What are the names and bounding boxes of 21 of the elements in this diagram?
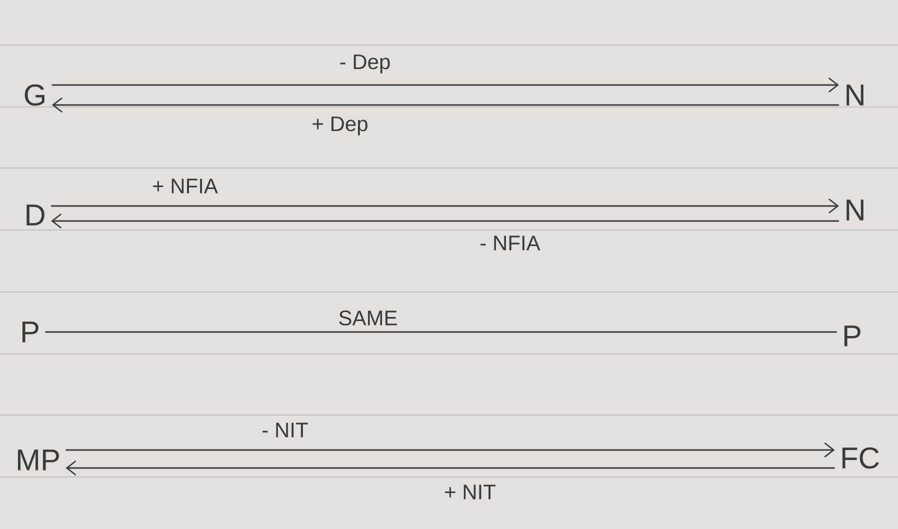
- edge-label: + NIT: [443, 484, 497, 500]
- edge-label: - NFIA: [478, 234, 542, 252]
- edge-label: - Dep: [338, 54, 392, 74]
- edge-label: + Dep: [310, 116, 370, 136]
- arrow: [51, 213, 839, 229]
- letter-label: MP: [18, 450, 59, 470]
- letter-label: N: [846, 84, 864, 106]
- arrow: [66, 442, 835, 458]
- letter-label: FC: [842, 447, 879, 469]
- edge-label: + NFIA: [151, 178, 219, 194]
- letter-label: G: [24, 84, 44, 106]
- edge-label: SAME: [337, 310, 399, 326]
- edge-label: - NIT: [260, 422, 310, 438]
- letter-label: P: [844, 326, 860, 346]
- arrow: [52, 77, 839, 93]
- letter-label: N: [846, 200, 864, 220]
- letter-label: P: [22, 322, 38, 342]
- arrow: [51, 198, 839, 214]
- arrow: [66, 460, 835, 476]
- letter-label: D: [26, 204, 44, 226]
- arrow: [52, 97, 839, 113]
